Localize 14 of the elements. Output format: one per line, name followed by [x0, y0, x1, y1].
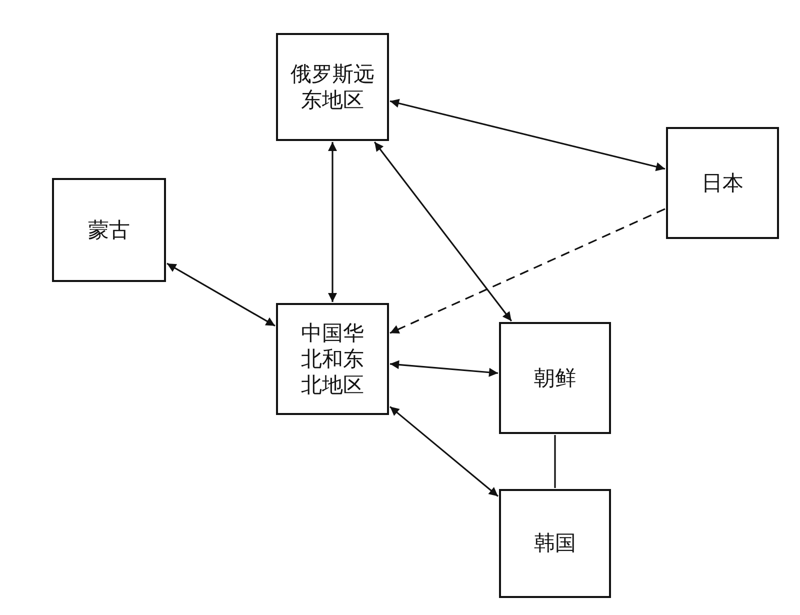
double-arrow: [390, 406, 499, 497]
dashed-arrow: [390, 208, 666, 334]
connector-line: [554, 435, 556, 488]
double-arrow: [328, 142, 337, 302]
region-box: 蒙古: [52, 178, 166, 282]
region-box: 中国华北和东北地区: [276, 303, 389, 415]
double-arrow: [374, 142, 512, 322]
region-box: 朝鲜: [499, 322, 611, 434]
double-arrow: [390, 98, 666, 172]
double-arrow: [166, 262, 276, 326]
region-box: 俄罗斯远东地区: [276, 33, 389, 141]
double-arrow: [390, 360, 498, 377]
region-box: 日本: [666, 127, 779, 239]
region-box: 韩国: [499, 489, 611, 598]
